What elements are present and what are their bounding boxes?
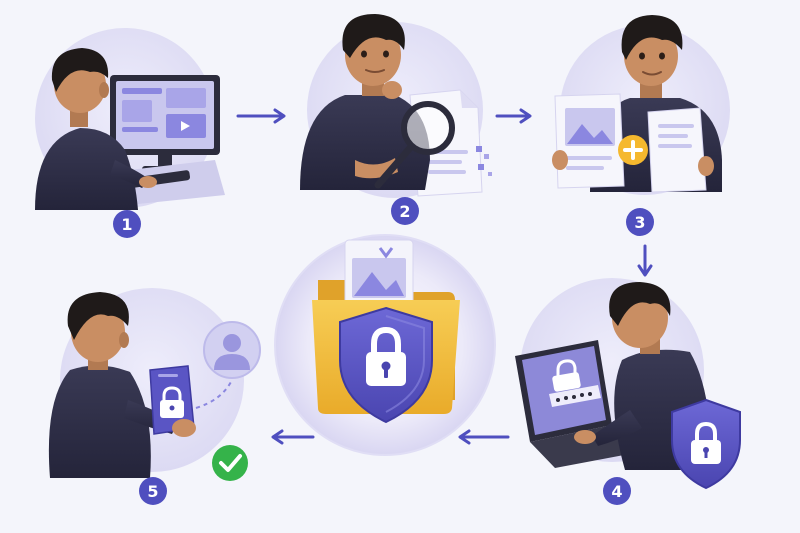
arrow-icon	[236, 108, 286, 124]
step-1-number: 1	[121, 215, 132, 234]
lock-icon	[691, 421, 721, 464]
center-scene	[274, 234, 496, 456]
step-1-badge	[113, 210, 141, 238]
arrow-icon	[458, 429, 510, 445]
arrow-icon	[271, 429, 315, 445]
step-5-scene: 5	[48, 288, 261, 505]
user-icon	[203, 321, 261, 379]
computer-monitor	[110, 75, 220, 172]
step-4-badge	[603, 477, 631, 505]
step-5-number: 5	[147, 482, 158, 501]
step-2-scene: 2	[300, 14, 492, 225]
step-4-number: 4	[611, 482, 622, 501]
check-icon	[212, 445, 248, 481]
lock-icon	[366, 326, 406, 386]
step-2-number: 2	[399, 202, 410, 221]
share-connection	[195, 379, 233, 409]
shield-icon	[671, 398, 741, 490]
step-4-scene: 4	[515, 278, 741, 505]
step-3-number: 3	[634, 213, 645, 232]
plus-icon	[618, 135, 648, 165]
arrow-icon	[495, 108, 532, 124]
text-document	[647, 107, 714, 193]
person-step-5	[48, 292, 178, 478]
lock-icon	[160, 386, 184, 418]
magnifier-icon	[374, 101, 455, 189]
step-3-badge	[626, 208, 654, 236]
secure-document	[149, 365, 196, 437]
image-document	[552, 93, 625, 189]
person-step-1	[35, 48, 157, 210]
arrow-icon	[637, 244, 653, 277]
step-3-scene: 3	[552, 15, 730, 236]
step-2-badge	[391, 197, 419, 225]
step-5-badge	[139, 477, 167, 505]
step-1-scene: 1	[35, 28, 225, 238]
